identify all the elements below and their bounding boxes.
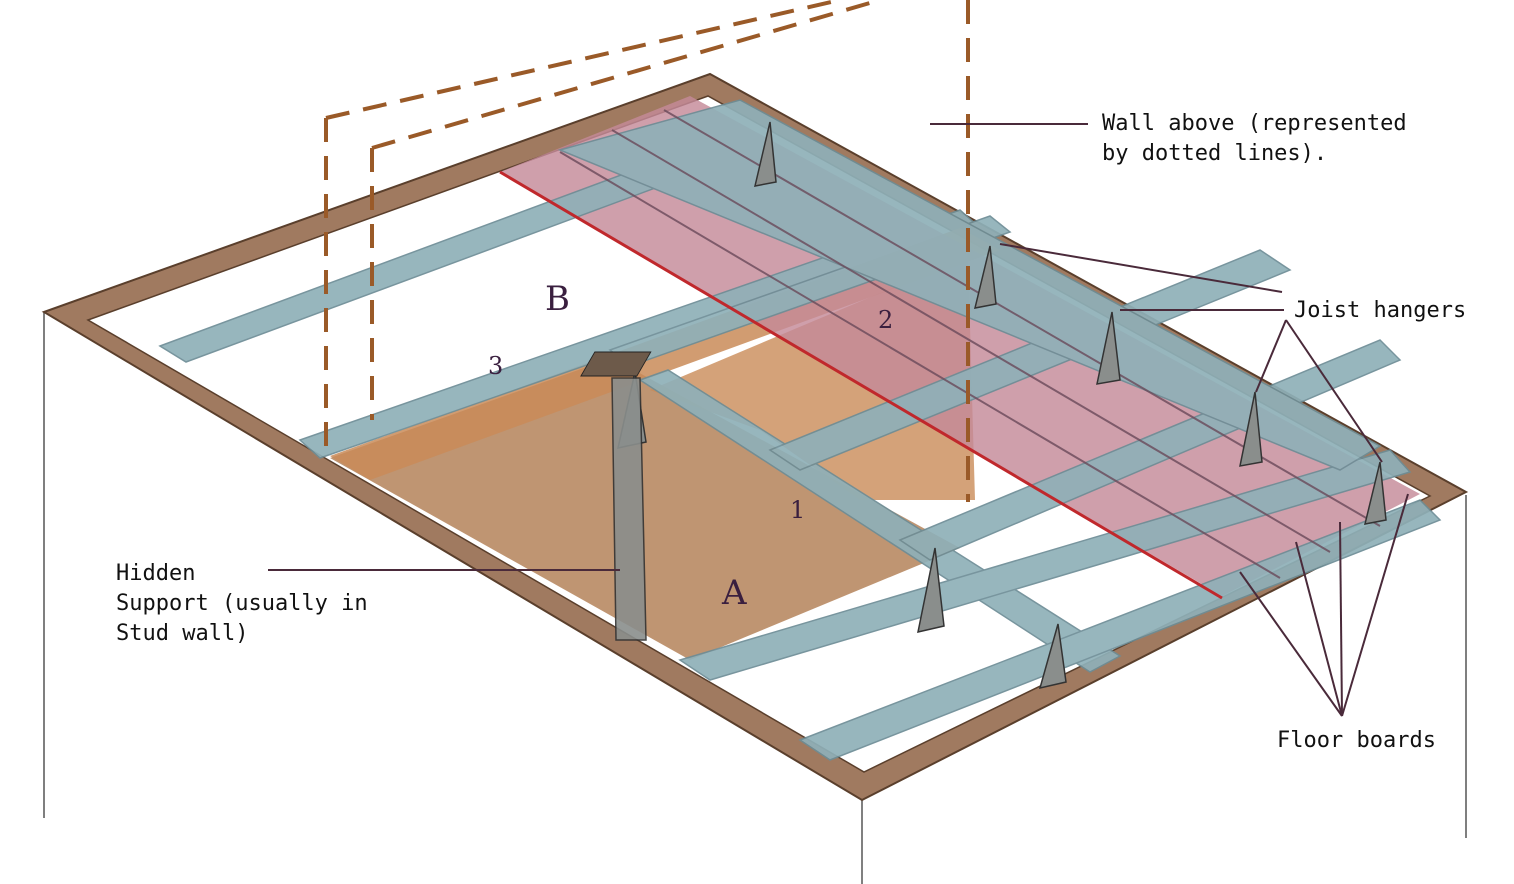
hanger-5 xyxy=(1363,461,1387,525)
hanger-4 xyxy=(1239,391,1263,467)
hanger-1 xyxy=(754,121,777,187)
joist-cross-4 xyxy=(798,499,1442,761)
building-walls xyxy=(43,312,1467,884)
marker-joist-2: 2 xyxy=(878,306,893,334)
hidden-support-label-line2: Support (usually in xyxy=(116,591,368,616)
hanger-6 xyxy=(917,547,945,633)
hanger-3 xyxy=(1096,311,1121,385)
marker-joist-3: 3 xyxy=(488,352,503,380)
floor-boards-label: Floor boards xyxy=(1277,728,1436,753)
floor-edge-line xyxy=(499,170,1223,600)
hidden-support-label-line1: Hidden xyxy=(116,561,196,586)
wall-above-label-line1: Wall above (represented xyxy=(1102,111,1407,136)
marker-area-a: A xyxy=(721,573,747,613)
post-cap xyxy=(580,351,652,377)
hidden-support-label-line3: Stud wall) xyxy=(116,621,249,646)
marker-area-b: B xyxy=(545,279,570,319)
leader-lines xyxy=(268,123,1409,717)
joist-1 xyxy=(638,369,1122,673)
hidden-support-post xyxy=(611,377,647,641)
hanger-2 xyxy=(973,245,997,309)
joist-hangers-label: Joist hangers xyxy=(1294,298,1467,323)
marker-joist-1: 1 xyxy=(790,496,805,524)
joist-cross-3 xyxy=(678,449,1412,681)
wall-above-dashed xyxy=(324,0,970,502)
hanger-7 xyxy=(1038,623,1067,690)
wall-above-label-line2: by dotted lines). xyxy=(1102,141,1328,166)
floor-boards-area xyxy=(500,96,1420,596)
